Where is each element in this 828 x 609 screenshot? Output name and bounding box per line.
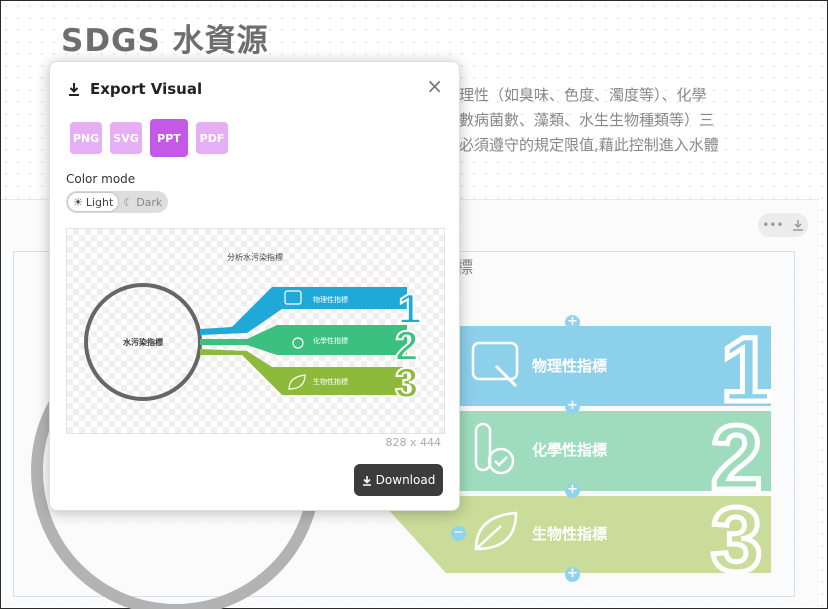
canvas-toolbar: ••• [758,213,808,237]
canvas-bar-biological[interactable] [376,496,771,573]
format-png-button[interactable]: PNG [70,122,102,154]
add-item-button[interactable]: + [565,315,580,330]
canvas-number-3: 3 [711,489,762,581]
preview-number-1: 1 [398,285,421,332]
add-item-button[interactable]: + [565,399,580,414]
preview-title: 分析水污染指標 [227,252,283,262]
canvas-number-1: 1 [721,321,772,421]
canvas-bar-physical[interactable] [446,326,771,406]
dark-mode-option[interactable]: ☾ Dark [118,193,167,211]
canvas-bars: 1 2 3 [376,321,775,581]
canvas-number-2: 2 [711,407,762,509]
add-item-button[interactable]: + [565,567,580,582]
moon-icon: ☾ [123,195,134,209]
canvas-bar-chemical[interactable] [446,411,771,491]
preview-graphic: 分析水污染指標 水污染指標 物理性指標 化學性指標 生物性指標 1 2 3 [84,252,422,407]
monitor-icon [471,341,519,388]
download-label: Download [375,473,436,487]
export-dimensions: 828 x 444 [385,436,442,449]
preview-bar-physical [200,287,407,335]
paragraph-line: 理性（如臭味、色度、濁度等）、化學 [459,86,707,104]
intro-paragraph: 理性（如臭味、色度、濁度等）、化學 數病菌數、藻類、水生生物種類等）三 必須遵守… [459,83,789,158]
download-icon[interactable] [792,219,804,231]
format-ppt-button[interactable]: PPT [150,119,188,157]
leaf-icon [288,374,306,390]
preview-bar-chemical [200,325,407,355]
preview-label-physical: 物理性指標 [313,295,348,304]
light-mode-option[interactable]: ☀ Light [68,193,119,211]
color-mode-toggle: ☀ Light ☾ Dark [66,191,168,213]
export-preview: 分析水污染指標 水污染指標 物理性指標 化學性指標 生物性指標 1 2 3 [66,228,445,434]
dark-mode-label: Dark [136,195,163,209]
sun-icon: ☀ [73,195,83,209]
format-selector: PNG SVG PPT PDF [70,119,228,157]
page-title: SDGS 水資源 [61,23,269,59]
modal-header: Export Visual [68,80,202,98]
download-button[interactable]: Download [354,464,443,496]
close-button[interactable]: × [426,74,443,98]
canvas-label-biological: 生物性指標 [532,525,608,543]
monitor-icon [284,290,302,305]
remove-item-button[interactable]: − [451,526,466,541]
download-icon [69,83,79,96]
paragraph-line: 必須遵守的規定限值,藉此控制進入水體 [459,136,719,154]
test-tube-icon [474,422,515,475]
format-svg-button[interactable]: SVG [110,122,142,154]
export-visual-modal: Export Visual × PNG SVG PPT PDF Color mo… [49,61,460,511]
test-tube-icon [292,337,304,349]
preview-center-label: 水污染指標 [122,337,163,347]
paragraph-line: 數病菌數、藻類、水生生物種類等）三 [459,111,715,129]
light-mode-label: Light [85,195,114,209]
preview-number-3: 3 [395,359,418,406]
preview-bar-biological [200,349,407,395]
leaf-icon [474,511,518,551]
preview-label-chemical: 化學性指標 [313,336,348,345]
color-mode-label: Color mode [66,172,136,186]
more-dots-icon[interactable]: ••• [762,218,784,232]
canvas-heading-fragment: 標 [456,258,473,278]
preview-number-2: 2 [395,322,418,369]
canvas-label-physical: 物理性指標 [532,357,608,375]
modal-title: Export Visual [90,80,203,98]
preview-label-biological: 生物性指標 [313,377,348,386]
format-pdf-button[interactable]: PDF [196,122,228,154]
download-icon [362,475,371,486]
canvas-label-chemical: 化學性指標 [532,441,608,459]
add-item-button[interactable]: + [565,483,580,498]
